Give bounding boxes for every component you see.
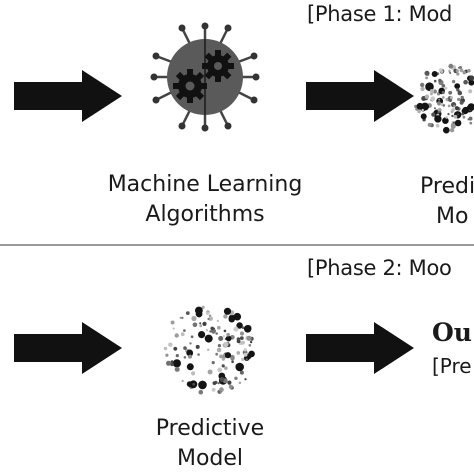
arrow-right-icon <box>306 322 414 374</box>
predictive-model-caption-line2: Model <box>176 446 244 471</box>
ml-gears-chip-icon <box>150 22 260 132</box>
arrow-right-icon <box>306 70 414 122</box>
arrow-right-icon <box>14 70 122 122</box>
ml-algorithms-caption-line1: Machine Learning <box>107 172 303 197</box>
model-caption-line1: Predic <box>420 174 474 199</box>
output-subtitle: [Pre <box>432 354 472 378</box>
model-caption-line2: Mo <box>436 204 469 229</box>
arrow-right-icon <box>14 322 122 374</box>
ml-algorithms-caption-line2: Algorithms <box>145 202 265 227</box>
output-title: Ou <box>432 318 472 347</box>
phase-divider <box>0 244 474 246</box>
phase2-label: [Phase 2: Moo <box>307 256 452 280</box>
predictive-model-caption-line1: Predictive <box>155 416 265 441</box>
phase1-label: [Phase 1: Mod <box>307 2 453 26</box>
